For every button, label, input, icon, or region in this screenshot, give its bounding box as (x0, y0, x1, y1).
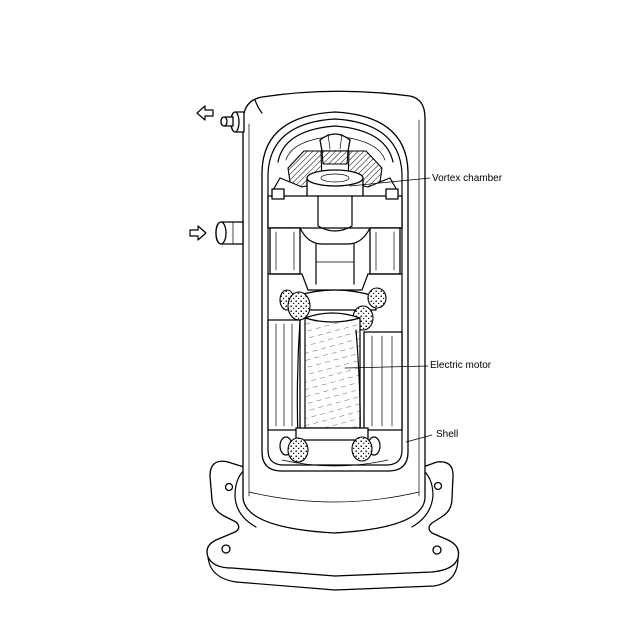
mounting-hole (432, 545, 442, 555)
upper-end-winding (287, 291, 311, 321)
winding-lead (296, 319, 301, 441)
cutaway-inner-edge (267, 118, 403, 466)
discharge-dome (277, 125, 394, 163)
scroll-housing-left (271, 177, 291, 193)
scroll-assembly (271, 125, 399, 201)
crankshaft-column (315, 243, 355, 285)
discharge-nipple-end (220, 116, 228, 127)
electric-motor-label: Electric motor (430, 360, 492, 371)
base-collar-right (411, 467, 434, 528)
upper-end-winding (367, 287, 387, 309)
frame-plate (267, 195, 403, 229)
mounting-hole (224, 482, 234, 492)
suction-fitting (215, 221, 244, 245)
shell-label: Shell (436, 429, 458, 440)
lower-end-winding (351, 436, 373, 462)
vortex-chamber-label: Vortex chamber (432, 173, 503, 184)
electric-motor (267, 287, 403, 467)
vortex-chamber-top (306, 169, 364, 187)
shell-top-lip (254, 99, 263, 114)
shell-bottom-seam (248, 491, 420, 503)
rotor-top (304, 312, 361, 323)
frame-leg-right (369, 227, 401, 275)
dome-hub-rib (327, 133, 331, 150)
base-plate-edge (207, 556, 459, 591)
fixed-scroll-center (321, 150, 349, 165)
suction-fitting-face (215, 221, 227, 245)
dome-hub-rib (339, 133, 343, 150)
lower-end-winding (287, 437, 309, 463)
mounting-hole (221, 544, 231, 554)
discharge-fitting (220, 111, 245, 133)
vortex-chamber-port (320, 173, 350, 183)
frame-lower-curve (267, 227, 403, 245)
oil-sump-curve (281, 459, 389, 467)
vortex-chamber-leader (349, 177, 431, 187)
scroll-housing-right (379, 177, 399, 193)
electric-motor-leader (344, 365, 429, 369)
frame-bolt-head-right (385, 188, 399, 200)
stator-right (363, 331, 403, 431)
bearing-frame (267, 188, 403, 291)
dome-hub (319, 133, 351, 152)
frame-bolt-head-left (271, 188, 285, 200)
base-collar-left (234, 467, 257, 528)
frame-leg-left (269, 227, 301, 275)
frame-central-boss (317, 195, 353, 232)
shell-leader (405, 434, 433, 443)
mounting-hole (433, 481, 443, 491)
discharge-arrow-icon (196, 105, 214, 121)
suction-arrow-icon (189, 225, 207, 241)
rotor (304, 317, 361, 429)
